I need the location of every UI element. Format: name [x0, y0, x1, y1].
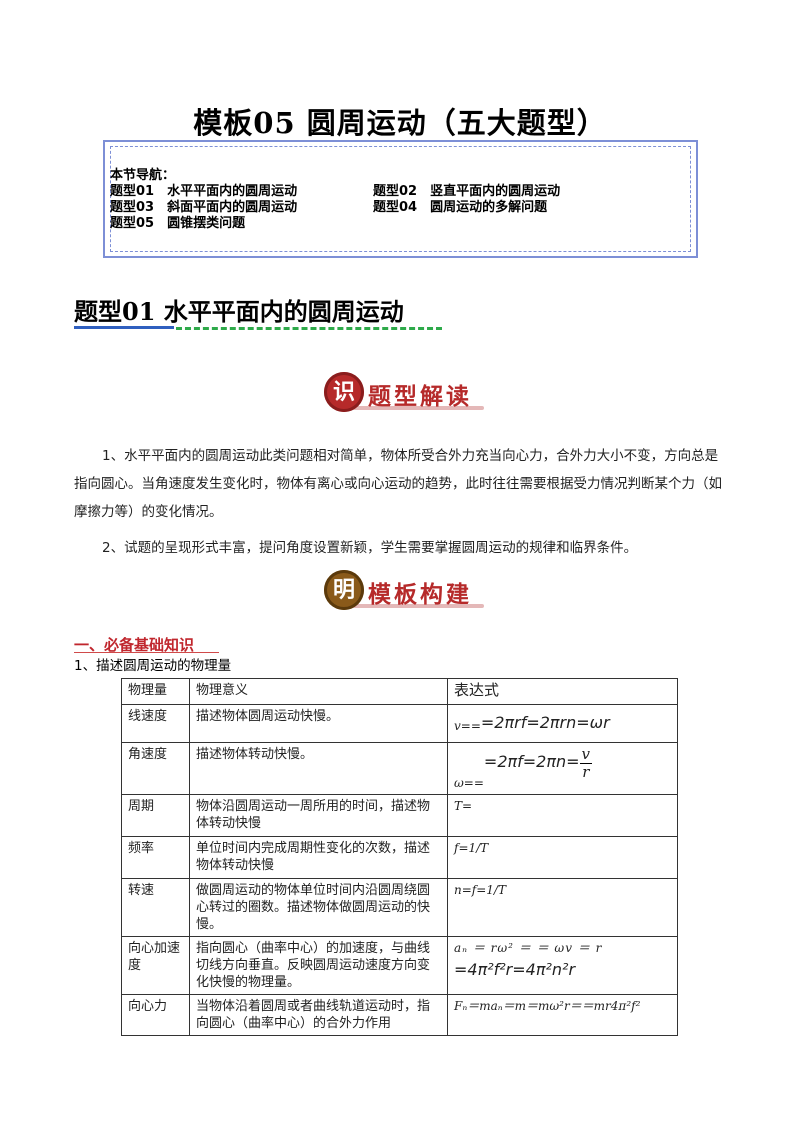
knowledge-subheading: 1、描述圆周运动的物理量: [74, 658, 232, 674]
quantity-meaning: 单位时间内完成周期性变化的次数，描述物体转动快慢: [189, 836, 448, 879]
header-cell-quantity: 物理量: [121, 678, 190, 705]
badge-seal-icon: 明: [324, 570, 364, 610]
title-underline-green: [176, 327, 442, 330]
quantity-name: 转速: [121, 878, 190, 937]
quantity-meaning: 描述物体转动快慢。: [189, 742, 448, 795]
badge-label: 模板构建: [368, 581, 472, 608]
table-row: 周期 物体沿圆周运动一周所用的时间，描述物体转动快慢 T=: [121, 794, 678, 837]
badge-label: 题型解读: [368, 383, 472, 410]
physical-quantities-table: 物理量 物理意义 表达式 线速度 描述物体圆周运动快慢。 v===2πrf=2π…: [121, 678, 678, 1036]
quantity-meaning: 当物体沿着圆周或者曲线轨道运动时，指向圆心（曲率中心）的合外力作用: [189, 994, 448, 1036]
quantity-meaning: 物体沿圆周运动一周所用的时间，描述物体转动快慢: [189, 794, 448, 837]
expression-prefix: ω==: [454, 776, 484, 790]
knowledge-heading: 一、必备基础知识: [74, 636, 195, 654]
expression-line-1: aₙ ＝ rω² ＝ ＝ ωv ＝ r: [454, 941, 603, 955]
table-row: 转速 做圆周运动的物体单位时间内沿圆周绕圆心转过的圈数。描述物体做圆周运动的快慢…: [121, 878, 678, 937]
quantity-name: 向心加速度: [121, 936, 190, 995]
heading-underline: [74, 652, 219, 653]
quantity-name: 线速度: [121, 704, 190, 743]
expression-prefix: v==: [454, 719, 481, 733]
quantity-expression: n=f=1/T: [447, 878, 678, 937]
badge-decoration: [344, 604, 484, 608]
nav-item-type01[interactable]: 题型01 水平平面内的圆周运动: [110, 184, 298, 199]
section-navigation-box: [103, 140, 698, 258]
header-cell-expression: 表达式: [447, 678, 678, 705]
quantity-expression: T=: [447, 794, 678, 837]
quantity-name: 频率: [121, 836, 190, 879]
quantity-expression: f=1/T: [447, 836, 678, 879]
nav-item-type02[interactable]: 题型02 竖直平面内的圆周运动: [373, 184, 561, 199]
expression-body: =2πrf=2πrn=ωr: [480, 713, 610, 732]
expression-body: =2πf=2πn=: [483, 752, 580, 771]
navigation-dashed-frame: [110, 146, 691, 252]
badge-question-interpretation: 识 题型解读: [324, 372, 484, 416]
nav-item-type05[interactable]: 题型05 圆锥摆类问题: [110, 216, 246, 231]
table-row: 向心力 当物体沿着圆周或者曲线轨道运动时，指向圆心（曲率中心）的合外力作用 Fₙ…: [121, 994, 678, 1036]
quantity-meaning: 指向圆心（曲率中心）的加速度，与曲线切线方向垂直。反映圆周运动速度方向变化快慢的…: [189, 936, 448, 995]
quantity-expression: Fₙ＝maₙ＝m＝mω²r＝＝mr4π²f²: [447, 994, 678, 1036]
table-row: 线速度 描述物体圆周运动快慢。 v===2πrf=2πrn=ωr: [121, 704, 678, 743]
interpretation-paragraph-1: 1、水平平面内的圆周运动此类问题相对简单，物体所受合外力充当向心力，合外力大小不…: [74, 448, 722, 520]
header-cell-meaning: 物理意义: [189, 678, 448, 705]
nav-item-type03[interactable]: 题型03 斜面平面内的圆周运动: [110, 200, 298, 215]
quantity-meaning: 描述物体圆周运动快慢。: [189, 704, 448, 743]
quantity-expression: aₙ ＝ rω² ＝ ＝ ωv ＝ r =4π²f²r=4π²n²r: [447, 936, 678, 995]
nav-item-type04[interactable]: 题型04 圆周运动的多解问题: [373, 200, 548, 215]
quantity-name: 周期: [121, 794, 190, 837]
table-row: 向心加速度 指向圆心（曲率中心）的加速度，与曲线切线方向垂直。反映圆周运动速度方…: [121, 936, 678, 995]
title-underline-blue: [74, 326, 174, 329]
navigation-heading: 本节导航：: [110, 168, 176, 183]
quantity-name: 角速度: [121, 742, 190, 795]
table-row: 频率 单位时间内完成周期性变化的次数，描述物体转动快慢 f=1/T: [121, 836, 678, 879]
badge-decoration: [344, 406, 484, 410]
table-header-row: 物理量 物理意义 表达式: [121, 678, 678, 705]
quantity-name: 向心力: [121, 994, 190, 1036]
document-title: 模板05 圆周运动（五大题型）: [193, 106, 607, 140]
badge-template-building: 明 模板构建: [324, 570, 484, 614]
badge-seal-icon: 识: [324, 372, 364, 412]
interpretation-paragraph-2: 2、试题的呈现形式丰富，提问角度设置新颖，学生需要掌握圆周运动的规律和临界条件。: [102, 540, 638, 556]
quantity-meaning: 做圆周运动的物体单位时间内沿圆周绕圆心转过的圈数。描述物体做圆周运动的快慢。: [189, 878, 448, 937]
quantity-expression: v===2πrf=2πrn=ωr: [447, 704, 678, 743]
expression-line-2: =4π²f²r=4π²n²r: [454, 960, 576, 979]
section-title: 题型01 水平平面内的圆周运动: [74, 297, 404, 326]
